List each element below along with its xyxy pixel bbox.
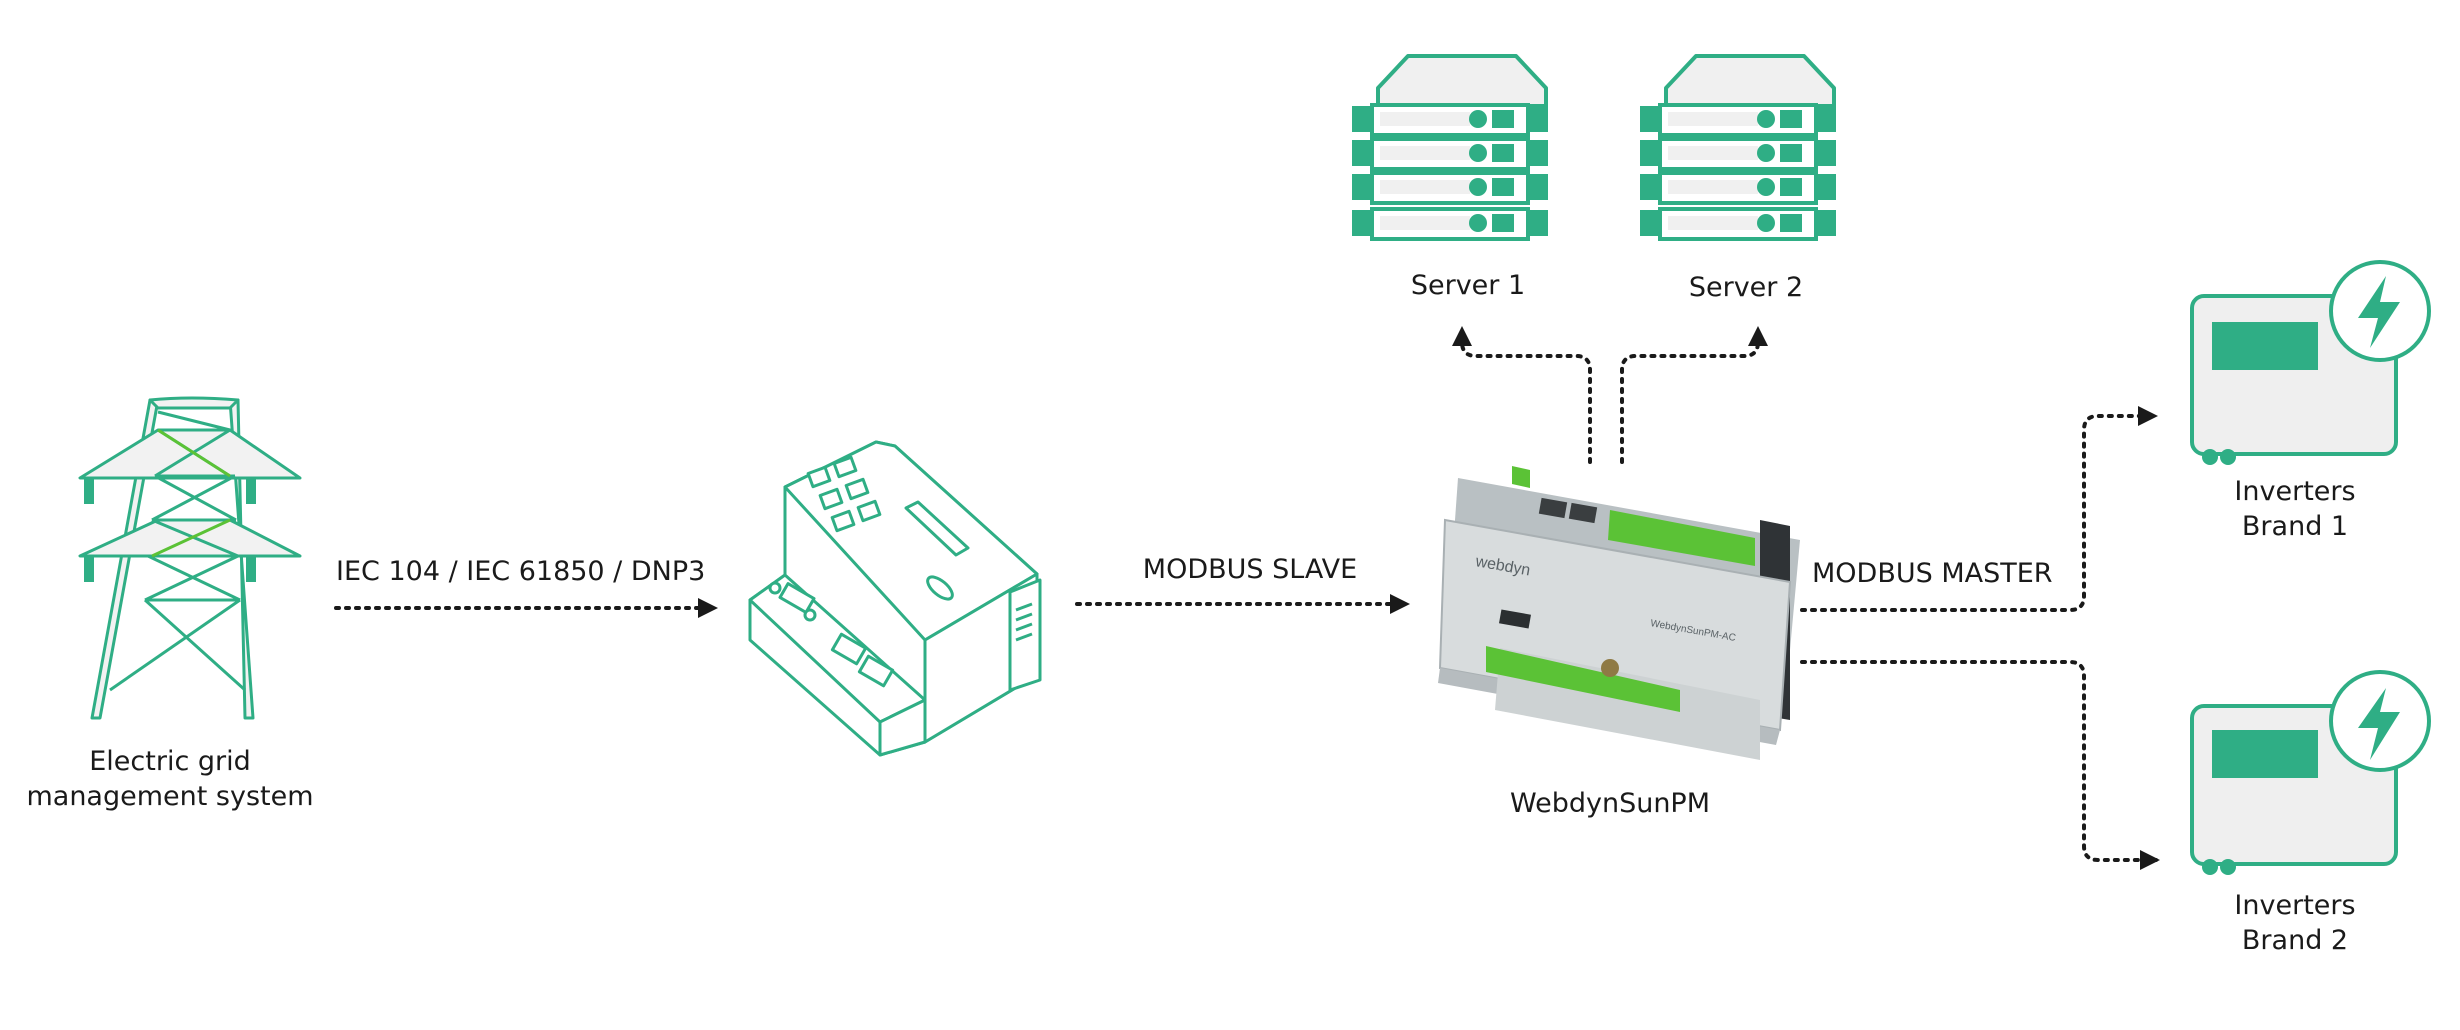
edge-sunpm-to-server2 [1620, 326, 1768, 464]
lightning-bolt-icon [2358, 276, 2400, 348]
server-rack-icon [1350, 54, 1550, 241]
inverter2-label-line1: Inverters [2234, 890, 2356, 921]
server2-label: Server 2 [1688, 272, 1804, 303]
inverter-icon [2190, 260, 2431, 465]
webdynsunpm-device-icon: webdyn WebdynSunPM-AC [1438, 466, 1800, 760]
edge-label-modbus-slave: MODBUS SLAVE [1142, 554, 1358, 585]
inverter-icon [2190, 670, 2431, 875]
transmission-tower-icon [78, 396, 302, 720]
inverter1-label-line2: Brand 1 [2241, 511, 2349, 542]
inverter2-label-line2: Brand 2 [2241, 925, 2349, 956]
edge-label-grid-protocols: IEC 104 / IEC 61850 / DNP3 [336, 556, 706, 587]
grid-label-line2: management system [26, 781, 314, 812]
server-rack-icon [1638, 54, 1838, 241]
grid-label: Electric grid management system [0, 744, 340, 814]
inverter1-label: Inverters Brand 1 [2170, 474, 2420, 544]
inverter2-label: Inverters Brand 2 [2170, 888, 2420, 958]
lightning-bolt-icon [2358, 688, 2400, 760]
grid-label-line1: Electric grid [89, 746, 251, 777]
inverter1-label-line1: Inverters [2234, 476, 2356, 507]
din-rail-gateway-icon [748, 440, 1042, 757]
edge-label-modbus-master: MODBUS MASTER [1812, 558, 2053, 589]
server1-label: Server 1 [1410, 270, 1526, 301]
edge-sunpm-to-inverter2 [1800, 660, 2160, 870]
edge-sunpm-to-server1 [1452, 326, 1592, 464]
sunpm-label: WebdynSunPM [1509, 788, 1711, 819]
edge-sunpm-to-inverter1 [1800, 406, 2158, 612]
